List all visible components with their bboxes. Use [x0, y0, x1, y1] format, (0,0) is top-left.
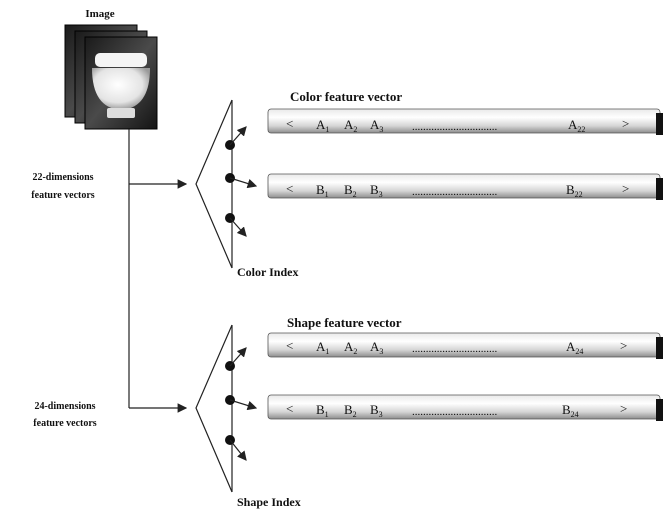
shape-vector-a-dots: ............................... — [412, 343, 498, 355]
shape-vector-b-open: < — [286, 401, 293, 416]
color-vector-b-open: < — [286, 181, 293, 196]
shape-index-label: Shape Index — [237, 495, 301, 509]
pot-lid — [95, 53, 147, 67]
shape-vector-a-last: A24 — [566, 339, 583, 356]
shape-vector-title: Shape feature vector — [287, 315, 402, 330]
color-vector-a-item-3: A3 — [370, 117, 383, 134]
color-node-3-arrow — [229, 217, 247, 237]
color-node-1-arrow — [229, 126, 247, 146]
color-vector-b-item-1: B1 — [316, 182, 329, 199]
shape-vector-b-bar: < B1 B2 B3 .............................… — [267, 394, 663, 421]
color-vector-a-item-1: A1 — [316, 117, 329, 134]
color-vector-a-last: A22 — [568, 117, 585, 134]
color-vector-b-last: B22 — [566, 182, 583, 199]
shape-node-2-arrow — [229, 399, 258, 411]
shape-vector-a-item-3: A3 — [370, 339, 383, 356]
color-vector-b-item-2: B2 — [344, 182, 357, 199]
shape-vector-a-close: > — [620, 338, 627, 353]
color-vector-a-dots: ............................... — [412, 121, 498, 133]
shape-node-3-arrow — [229, 439, 247, 461]
shape-vector-a-end — [656, 337, 663, 359]
color-vector-b-close: > — [622, 181, 629, 196]
shape-bracket — [195, 324, 233, 493]
color-vector-a-bar: < A1 A2 A3 .............................… — [267, 108, 663, 135]
color-vector-b-end — [656, 178, 663, 200]
color-vector-b-item-3: B3 — [370, 182, 383, 199]
color-vector-b-dots: ............................... — [412, 186, 498, 198]
color-index-tree — [195, 99, 258, 269]
shape-vector-b-last: B24 — [562, 402, 579, 419]
image-label: Image — [85, 8, 114, 20]
shape-vector-b-dots: ............................... — [412, 406, 498, 418]
color-node-2-arrow — [229, 177, 258, 189]
shape-vector-a-item-2: A2 — [344, 339, 357, 356]
shape-dims-line1: 24-dimensions — [34, 401, 95, 412]
color-vector-a-close: > — [622, 116, 629, 131]
shape-vector-b-item-3: B3 — [370, 402, 383, 419]
color-vector-a-item-2: A2 — [344, 117, 357, 134]
shape-vector-a-item-1: A1 — [316, 339, 329, 356]
shape-index-tree — [195, 324, 258, 493]
color-vector-title: Color feature vector — [290, 89, 402, 104]
shape-vector-a-bar: < A1 A2 A3 .............................… — [267, 332, 663, 359]
color-vector-b-bar: < B1 B2 B3 .............................… — [267, 173, 663, 200]
shape-dims-line2: feature vectors — [33, 418, 97, 429]
color-vector-a-end — [656, 113, 663, 135]
pot-image — [92, 53, 150, 118]
color-bracket — [195, 99, 233, 269]
color-index-label: Color Index — [237, 265, 298, 279]
shape-vector-a-open: < — [286, 338, 293, 353]
color-dims-line1: 22-dimensions — [32, 172, 93, 183]
pot-body — [92, 68, 150, 110]
shape-vector-b-end — [656, 399, 663, 421]
shape-vector-b-item-1: B1 — [316, 402, 329, 419]
pot-base — [107, 108, 135, 118]
shape-node-1-arrow — [229, 347, 247, 367]
image-stack — [64, 24, 158, 130]
shape-vector-b-close: > — [620, 401, 627, 416]
shape-vector-b-item-2: B2 — [344, 402, 357, 419]
color-vector-a-open: < — [286, 116, 293, 131]
color-dims-line2: feature vectors — [31, 190, 95, 201]
